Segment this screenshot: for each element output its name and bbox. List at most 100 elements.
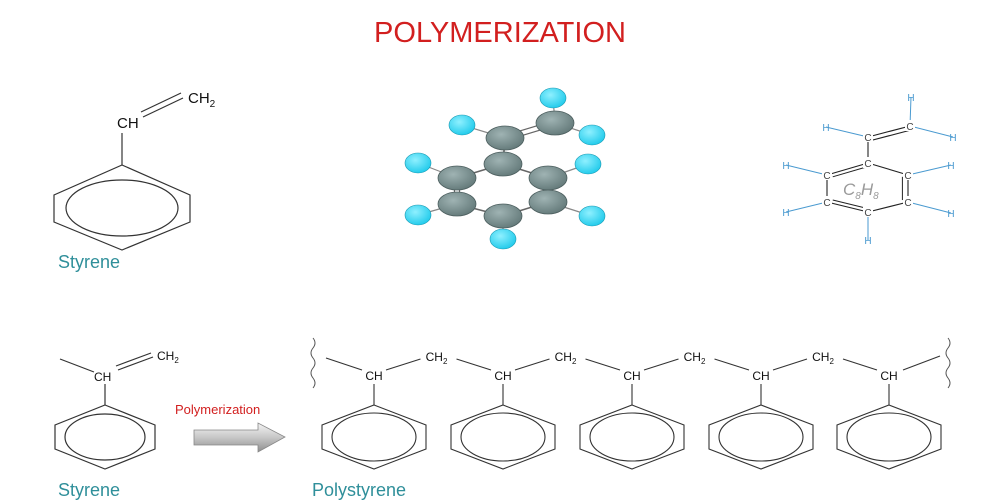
pendant-benzene-ring — [321, 404, 427, 470]
monomer-double-bond-b — [115, 352, 152, 367]
hydrogen-atom-ball — [578, 124, 606, 146]
c-h-stick-bond — [785, 201, 828, 213]
carbon-atom-ball — [483, 151, 523, 177]
chain-bond — [385, 358, 421, 371]
hydrogen-atom-label: H — [947, 161, 954, 172]
c-h-stick-bond — [825, 126, 869, 138]
pendant-aromatic-circle — [718, 412, 804, 462]
carbon-atom-label: C — [904, 171, 911, 182]
carbon-atom-ball — [485, 125, 525, 151]
carbon-atom-ball — [528, 189, 568, 215]
polymer-ch2-label: CH2 — [812, 350, 834, 366]
hydrogen-atom-label: H — [822, 123, 829, 134]
carbon-label-bg — [863, 157, 873, 168]
hydrogen-atom-label: H — [949, 133, 956, 144]
carbon-atom-ball — [528, 165, 568, 191]
c-h-stick-bond — [907, 164, 952, 176]
carbon-label-bg — [903, 169, 913, 180]
hydrogen-atom-ball — [574, 153, 602, 175]
pendant-benzene-ring — [708, 404, 814, 470]
carbon-atom-label: C — [904, 198, 911, 209]
pendant-benzene-ring — [579, 404, 685, 470]
chain-bond — [842, 358, 878, 371]
hydrogen-atom-ball — [489, 228, 517, 250]
chain-bond — [772, 358, 808, 371]
pendant-benzene-ring — [836, 404, 942, 470]
carbon-atom-ball — [437, 165, 477, 191]
carbon-label-bg — [863, 131, 873, 142]
styrene-label-bottom: Styrene — [58, 480, 120, 500]
chain-break-left — [310, 337, 316, 389]
chain-bond — [325, 357, 363, 371]
pendant-aromatic-circle — [846, 412, 932, 462]
c-c-stick-bond — [867, 162, 909, 176]
styrene-label-top: Styrene — [58, 252, 120, 272]
hydrogen-atom-ball — [404, 204, 432, 226]
carbon-label-bg — [822, 169, 832, 180]
carbon-label-bg — [903, 196, 913, 207]
c-c-stick-bond — [826, 162, 869, 176]
polymerization-arrow-label: Polymerization — [175, 402, 260, 417]
monomer-ch2-label: CH2 — [157, 349, 179, 365]
hydrogen-atom-label: H — [947, 209, 954, 220]
molecular-formula: C8H8 — [843, 180, 879, 202]
reaction-arrow — [193, 422, 286, 453]
hydrogen-atom-label: H — [782, 208, 789, 219]
carbon-atom-ball — [483, 203, 523, 229]
vinyl-double-bond-a — [867, 125, 911, 138]
carbon-atom-ball — [535, 110, 575, 136]
styrene-monomer-bottom — [54, 352, 156, 470]
polymer-ch-label: CH — [494, 369, 511, 383]
carbon-atom-label: C — [864, 159, 871, 170]
polymer-ch-label: CH — [365, 369, 382, 383]
pendant-aromatic-circle — [460, 412, 546, 462]
hydrogen-atom-ball — [578, 205, 606, 227]
aromatic-inner-bond — [832, 166, 869, 178]
hydrogen-atom-ball — [539, 87, 567, 109]
polymer-ch-label: CH — [880, 369, 897, 383]
chain-bond — [585, 358, 621, 371]
polymer-ch2-label: CH2 — [555, 350, 577, 366]
styrene-skeletal-structure — [53, 92, 191, 251]
polymer-ch-label: CH — [623, 369, 640, 383]
carbon-atom-label: C — [823, 171, 830, 182]
ch2-group-label: CH2 — [188, 90, 216, 110]
chain-bond — [714, 358, 750, 371]
c-h-stick-bond — [909, 125, 954, 138]
aromatic-inner-bond — [832, 199, 869, 210]
carbon-atom-label: C — [906, 122, 913, 133]
monomer-benzene-ring — [54, 404, 156, 470]
vinyl-double-bond-a — [142, 97, 184, 118]
ch-group-label: CH — [117, 115, 139, 132]
aromatic-circle — [65, 179, 179, 237]
carbon-atom-label: C — [864, 208, 871, 219]
carbon-label-bg — [905, 120, 915, 131]
vinyl-double-bond-b — [140, 92, 182, 113]
polystyrene-label: Polystyrene — [312, 480, 406, 500]
chain-bond — [514, 358, 550, 371]
ball-and-stick-model — [404, 87, 606, 250]
vinyl-double-bond-b — [868, 129, 912, 142]
polymer-ch-label: CH — [752, 369, 769, 383]
carbon-atom-ball — [437, 191, 477, 217]
hydrogen-atom-label: H — [864, 236, 871, 247]
page-title: POLYMERIZATION — [374, 17, 626, 49]
carbon-atom-label: C — [864, 133, 871, 144]
monomer-double-bond-a — [117, 356, 154, 371]
carbon-label-bg — [863, 206, 873, 217]
polymer-ch2-label: CH2 — [426, 350, 448, 366]
benzene-ring — [53, 164, 191, 251]
carbon-atom-label: C — [823, 198, 830, 209]
chain-break-right — [945, 337, 951, 389]
c-c-stick-bond — [867, 201, 909, 213]
carbon-label-bg — [822, 196, 832, 207]
pendant-benzene-ring — [450, 404, 556, 470]
hydrogen-atom-label: H — [907, 93, 914, 104]
pendant-aromatic-circle — [331, 412, 417, 462]
c-c-stick-bond — [826, 201, 869, 213]
chain-bond — [902, 355, 941, 371]
